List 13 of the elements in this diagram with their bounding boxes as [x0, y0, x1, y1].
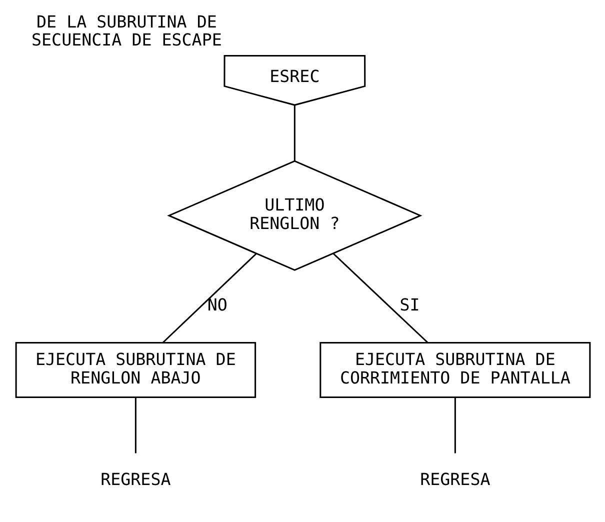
- connector: [134, 398, 136, 454]
- node-label: DE LA SUBRUTINA DE SECUENCIA DE ESCAPE: [31, 12, 222, 50]
- connector: [332, 253, 428, 344]
- node-text: REGRESA: [420, 470, 490, 489]
- connector: [293, 105, 295, 161]
- node-box: EJECUTA SUBRUTINA DE CORRIMIENTO DE PANTALLA: [319, 342, 590, 398]
- node-box: EJECUTA SUBRUTINA DE RENGLON ABAJO: [14, 342, 256, 398]
- connector: [454, 398, 456, 454]
- node-diamond: ULTIMO RENGLON ?: [166, 160, 422, 271]
- edge-label: NO: [206, 296, 227, 315]
- edge-label: SI: [399, 296, 420, 315]
- node-text: REGRESA: [100, 470, 170, 489]
- connector: [162, 253, 256, 344]
